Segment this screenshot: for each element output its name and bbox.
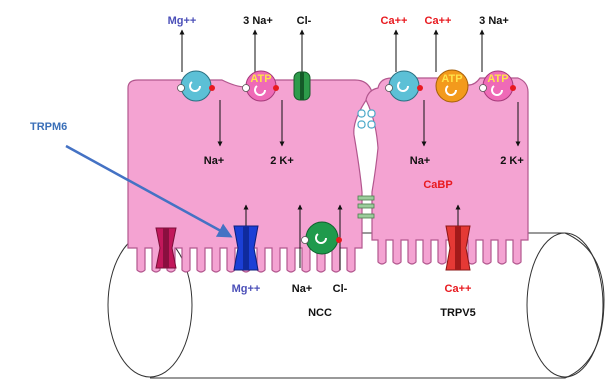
bottom-na-label: Na+ — [292, 283, 313, 295]
top-ca-label-2: Ca++ — [425, 15, 452, 27]
trpv5-channel — [446, 226, 470, 270]
gap-junction-mid — [358, 196, 374, 218]
atp-label-left: ATP — [250, 73, 271, 85]
cell1-na-label: Na+ — [204, 155, 225, 167]
pmca-pump: ATP — [436, 70, 468, 102]
atp-label-pmca: ATP — [441, 73, 462, 85]
right-epithelial-cell — [366, 78, 528, 264]
top-ca-label-1: Ca++ — [381, 15, 408, 27]
top-cl-label: Cl- — [297, 15, 312, 27]
cell2-k-label: 2 K+ — [500, 155, 524, 167]
top-na-label: 3 Na+ — [243, 15, 273, 27]
cell1-k-label: 2 K+ — [270, 155, 294, 167]
cabp-label: CaBP — [423, 179, 452, 191]
atp-label-right: ATP — [487, 73, 508, 85]
bottom-cl-label: Cl- — [333, 283, 348, 295]
trpv5-label: TRPV5 — [440, 307, 475, 319]
top-arrows — [182, 30, 482, 72]
tight-junction-top — [358, 110, 375, 128]
cell2-na-label: Na+ — [410, 155, 431, 167]
trpm6-callout-label: TRPM6 — [30, 121, 67, 133]
bottom-mg-label: Mg++ — [232, 283, 261, 295]
top-na-label-2: 3 Na+ — [479, 15, 509, 27]
bottom-ca-label: Ca++ — [445, 283, 472, 295]
top-mg-label: Mg++ — [168, 15, 197, 27]
cl-channel — [294, 72, 310, 100]
ncc-label: NCC — [308, 307, 332, 319]
trpm6-channel — [234, 226, 258, 270]
